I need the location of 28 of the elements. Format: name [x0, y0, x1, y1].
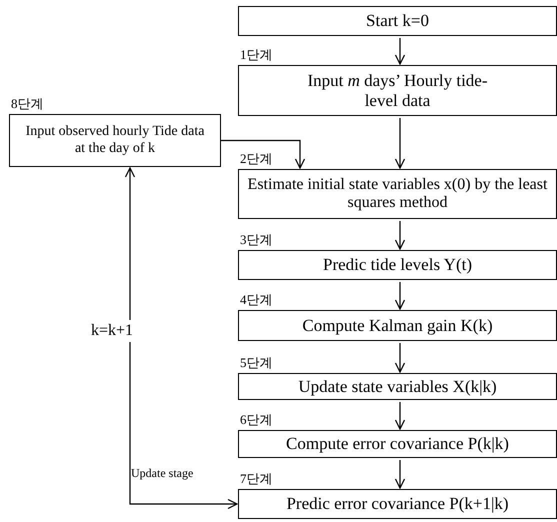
process-box: Predic error covariance P(k+1|k) — [238, 489, 557, 519]
arrow — [394, 282, 406, 310]
arrow — [394, 460, 406, 489]
step-label: 6단계 — [240, 411, 272, 429]
process-box: Compute Kalman gain K(k) — [238, 310, 557, 341]
process-box: Predic tide levels Y(t) — [238, 250, 557, 280]
process-box: Compute error covariance P(k|k) — [238, 430, 557, 458]
arrow — [394, 118, 406, 169]
arrow — [394, 38, 406, 65]
process-box: Input m days’ Hourly tide-level data — [238, 65, 557, 116]
arrow — [221, 140, 306, 169]
process-box: Input observed hourly Tide data at the day of k — [9, 114, 221, 167]
process-box: Estimate initial state variables x(0) by the least squares method — [238, 169, 557, 219]
step-label: 5단계 — [240, 354, 272, 372]
arrow — [394, 402, 406, 430]
step-label: 7단계 — [240, 470, 272, 488]
stage-label: Update stage — [131, 466, 194, 481]
arrow — [394, 343, 406, 373]
edge-label: k=k+1 — [91, 320, 134, 342]
arrow — [124, 167, 238, 510]
process-box: Start k=0 — [238, 6, 557, 36]
step-label: 4단계 — [240, 291, 272, 309]
step-label: 2단계 — [240, 150, 272, 168]
step-label: 8단계 — [11, 95, 44, 113]
process-box: Update state variables X(k|k) — [238, 373, 557, 400]
step-label: 1단계 — [240, 46, 272, 64]
arrow — [394, 221, 406, 250]
step-label: 3단계 — [240, 231, 272, 249]
